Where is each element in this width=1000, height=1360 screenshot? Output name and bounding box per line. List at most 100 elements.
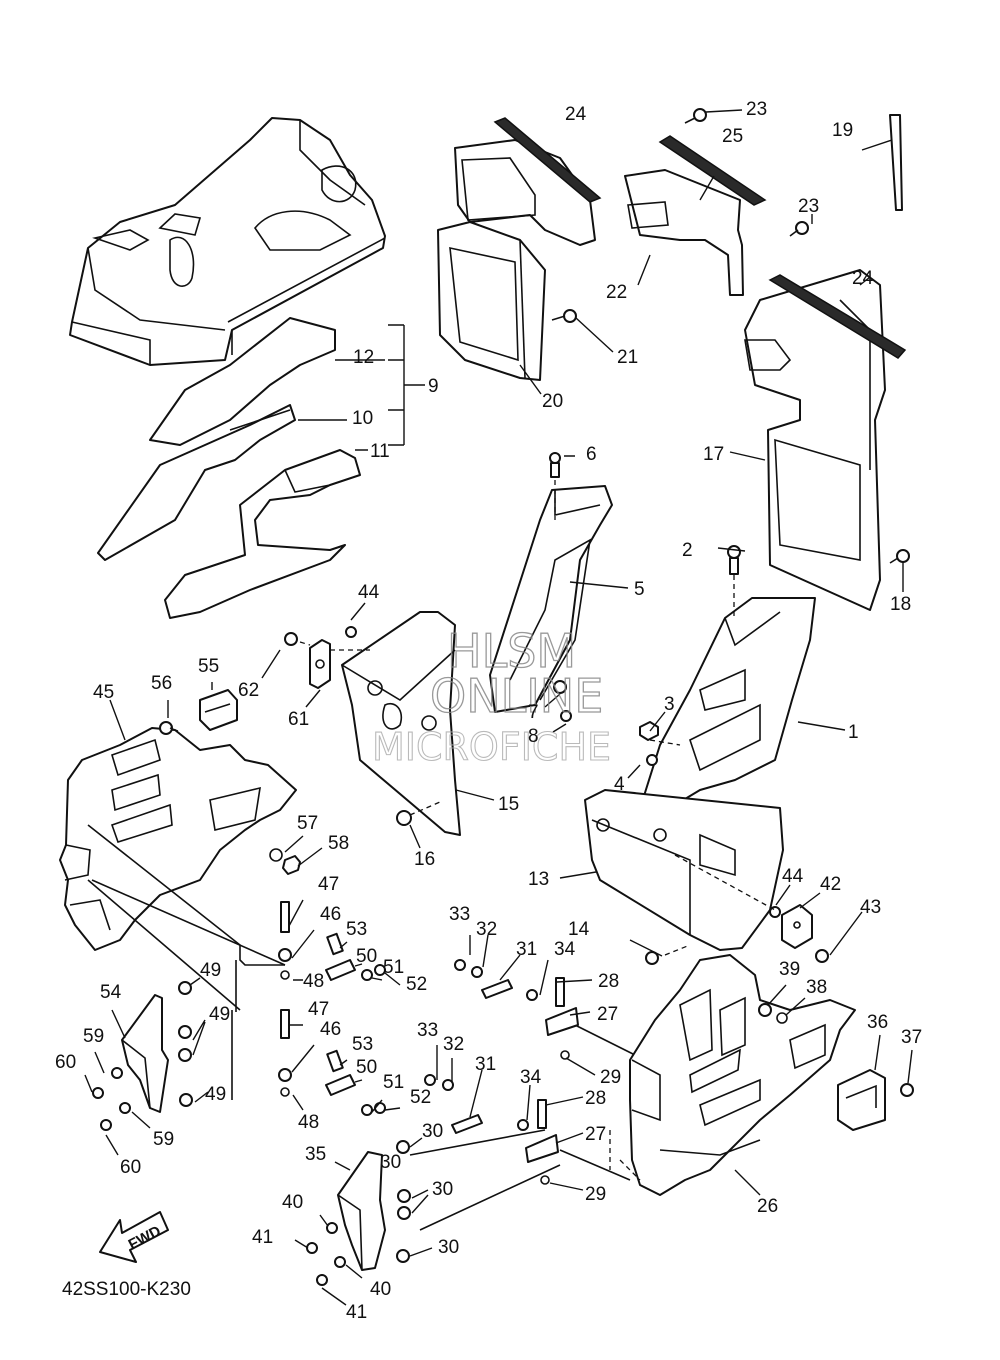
fasteners-56-57-58 — [159, 721, 301, 875]
callout-46b: 46 — [320, 1019, 341, 1040]
callout-6: 6 — [586, 444, 597, 465]
duct-part-17 — [744, 269, 907, 611]
callout-34a: 34 — [554, 939, 576, 960]
callout-61: 61 — [288, 709, 309, 730]
insulator-part-11 — [164, 449, 361, 619]
callout-25: 25 — [722, 126, 743, 147]
callout-17: 17 — [703, 444, 724, 465]
callout-38: 38 — [806, 977, 827, 998]
callout-16: 16 — [414, 849, 435, 870]
callout-2: 2 — [682, 540, 693, 561]
callout-52a: 52 — [406, 974, 427, 995]
callout-60a: 60 — [55, 1052, 76, 1073]
callout-35: 35 — [305, 1144, 326, 1165]
fasteners-2-3-4-14-43-44 — [639, 545, 829, 965]
callout-49c: 49 — [205, 1084, 226, 1105]
callout-48b: 48 — [298, 1112, 319, 1133]
bolt-part-21 — [551, 309, 577, 323]
panel-part-13 — [584, 789, 784, 951]
callout-44a: 44 — [358, 582, 380, 603]
callout-30d: 30 — [380, 1152, 401, 1173]
callout-37: 37 — [901, 1027, 922, 1048]
callout-26: 26 — [757, 1196, 778, 1217]
linkage-rods — [87, 824, 286, 1100]
callout-30a: 30 — [422, 1121, 443, 1142]
callout-48a: 48 — [303, 971, 324, 992]
duct-part-20 — [437, 221, 546, 381]
callout-40a: 40 — [282, 1192, 303, 1213]
callout-labels: 1 2 3 4 5 6 7 8 9 10 11 12 13 14 15 16 1… — [55, 99, 922, 1323]
callout-4: 4 — [614, 774, 625, 795]
callout-53a: 53 — [346, 919, 367, 940]
fasteners-37-38-39 — [758, 1003, 914, 1097]
cable-tie-part-19 — [889, 114, 903, 211]
duct-part-22-25 — [624, 135, 767, 296]
callout-52b: 52 — [410, 1087, 431, 1108]
callout-46a: 46 — [320, 904, 341, 925]
callout-49a: 49 — [200, 960, 221, 981]
callout-36: 36 — [867, 1012, 888, 1033]
plate-part-55 — [199, 689, 238, 731]
panel-part-1 — [637, 597, 816, 821]
callout-23a: 23 — [746, 99, 767, 120]
callout-30b: 30 — [432, 1179, 453, 1200]
callout-1: 1 — [848, 722, 859, 743]
watermark-line-1: HLSM — [447, 624, 576, 678]
callout-47b: 47 — [308, 999, 329, 1020]
callout-9: 9 — [428, 376, 439, 397]
callout-12: 12 — [353, 347, 374, 368]
callout-34b: 34 — [520, 1067, 542, 1088]
callout-19: 19 — [832, 120, 853, 141]
callout-8: 8 — [528, 726, 539, 747]
drawing-code: 42SS100-K230 — [62, 1279, 191, 1300]
insulator-part-12 — [149, 317, 336, 446]
callout-41a: 41 — [252, 1227, 273, 1248]
callout-42: 42 — [820, 874, 841, 895]
callout-32a: 32 — [476, 919, 497, 940]
plate-part-36 — [837, 1069, 886, 1131]
fasteners-6-7-8-16-44-62 — [284, 452, 572, 826]
callout-40b: 40 — [370, 1279, 391, 1300]
callout-39: 39 — [779, 959, 800, 980]
callout-33a: 33 — [449, 904, 470, 925]
bracket-part-15 — [341, 611, 461, 836]
callout-28b: 28 — [585, 1088, 606, 1109]
watermark-line-3: MICROFICHE — [372, 725, 611, 769]
forward-arrow-icon: FWD — [99, 1211, 169, 1263]
callout-51b: 51 — [383, 1072, 404, 1093]
callout-43: 43 — [860, 897, 881, 918]
callout-59b: 59 — [153, 1129, 174, 1150]
callout-60b: 60 — [120, 1157, 141, 1178]
callout-45: 45 — [93, 682, 114, 703]
callout-29a: 29 — [600, 1067, 621, 1088]
callout-28a: 28 — [598, 971, 619, 992]
callout-30c: 30 — [438, 1237, 459, 1258]
callout-50a: 50 — [356, 946, 377, 967]
callout-13: 13 — [528, 869, 549, 890]
callout-18: 18 — [890, 594, 911, 615]
callout-54: 54 — [100, 982, 122, 1003]
watermark-line-2: ONLINE — [430, 669, 603, 723]
callout-41b: 41 — [346, 1302, 367, 1323]
screw-part-23 — [684, 108, 809, 237]
callout-55: 55 — [198, 656, 219, 677]
bracket-part-42 — [781, 904, 813, 949]
callout-24b: 24 — [852, 268, 874, 289]
callout-47a: 47 — [318, 874, 339, 895]
duct-part-24-upper — [454, 117, 602, 246]
callout-57: 57 — [297, 813, 318, 834]
callout-33b: 33 — [417, 1020, 438, 1041]
callout-23b: 23 — [798, 196, 819, 217]
skid-plate-part-45 — [59, 727, 297, 951]
callout-7: 7 — [528, 702, 539, 723]
bracket-part-61 — [309, 639, 331, 689]
linkage-lower-middle — [409, 959, 636, 1231]
callout-5: 5 — [634, 579, 645, 600]
callout-53b: 53 — [352, 1034, 373, 1055]
callout-31b: 31 — [475, 1054, 496, 1075]
bracket-part-35 — [337, 1151, 386, 1271]
callout-20: 20 — [542, 391, 563, 412]
callout-59a: 59 — [83, 1026, 104, 1047]
callout-15: 15 — [498, 794, 519, 815]
